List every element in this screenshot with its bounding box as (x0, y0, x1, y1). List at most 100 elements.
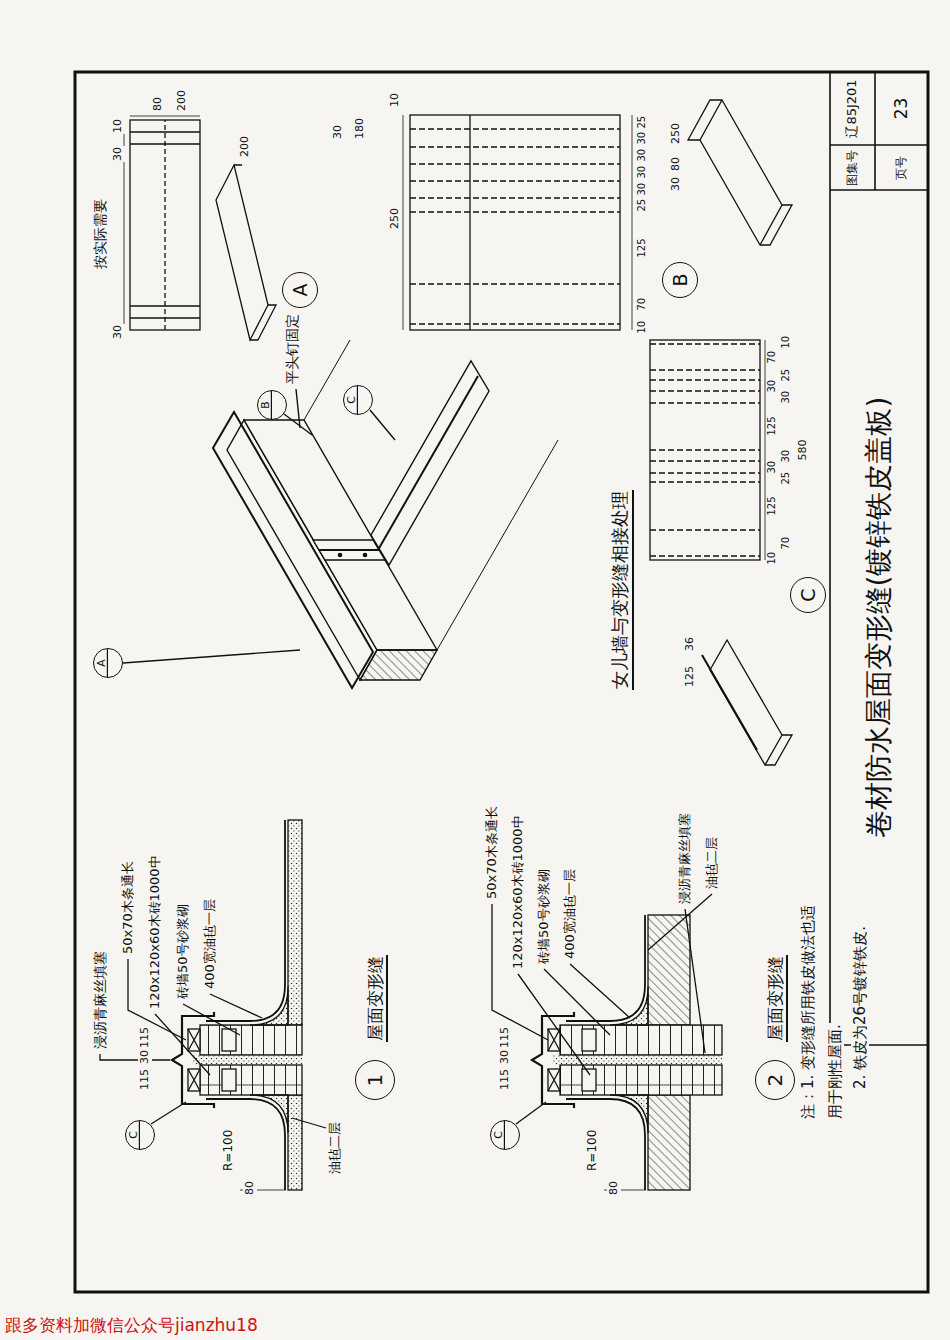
leader-label: 400宽油毡一层 (562, 868, 578, 960)
note-text: 2. 铁皮为26号镀锌铁皮. (851, 925, 869, 1090)
caption-label: 女儿墙与变形缝相接处理 (609, 490, 634, 690)
watermark: 跟多资料加微信公众号jianzhu18 (4, 1315, 259, 1335)
leader-label: 油毡二层 (327, 1121, 343, 1175)
dimension: 70 (780, 536, 792, 551)
dimension: 80 (243, 1180, 256, 1196)
dimension: 36 (683, 636, 696, 652)
dimension: 30 (766, 379, 778, 394)
dimension: 30 (111, 324, 124, 340)
index-letter: C (798, 588, 819, 601)
dimension: 10 (766, 551, 778, 566)
dimension: 115 (138, 1026, 151, 1049)
section-index: C (490, 1120, 520, 1150)
detail-number: 1 (355, 1060, 395, 1100)
dimension: 25 (636, 198, 648, 213)
index-letter: C (127, 1121, 140, 1149)
dimension: 10 (780, 335, 792, 350)
dimension: 30 (669, 176, 682, 192)
title-block-text: 图集号 (846, 150, 859, 186)
index-letter: B (259, 391, 272, 419)
section-index: B (257, 390, 287, 420)
dimension: 25 (636, 115, 648, 130)
dimension: 30 (780, 390, 792, 405)
leader-label: 浸沥青麻丝填塞 (92, 950, 109, 1050)
dimension: 25 (780, 368, 792, 383)
index-letter: 1 (364, 1074, 386, 1087)
leader-label: 400宽油毡一层 (202, 898, 218, 990)
index-letter: A (95, 649, 108, 677)
leader-label: 砖墙50号砂浆砌 (536, 868, 552, 965)
detail-letter: C (790, 577, 826, 613)
dimension: 10 (636, 320, 648, 335)
dimension: 30 (111, 146, 124, 162)
leader-label: 油毡二层 (704, 836, 720, 890)
note-text: 注：1. 变形缝所用铁皮做法也适 (799, 904, 817, 1120)
dimension: 30 (498, 1049, 511, 1065)
leader-label: 砖墙50号砂浆砌 (175, 903, 191, 1000)
section-index: A (93, 648, 123, 678)
section-index: C (125, 1120, 155, 1150)
detail-letter: A (282, 272, 318, 308)
dimension: 125 (766, 415, 778, 436)
leader-label: 按实际需要 (92, 198, 109, 270)
leader-label: 120x120x60木砖1000中 (510, 814, 526, 970)
title-block-text: 卷材防水屋面变形缝(镀锌铁皮盖板) (864, 397, 895, 839)
section-index: C (343, 385, 373, 415)
dimension: 70 (636, 297, 648, 312)
leader-label: 50x70木条通长 (120, 860, 136, 955)
index-letter: A (290, 284, 311, 297)
index-letter: C (492, 1121, 505, 1149)
dimension: 580 (796, 439, 809, 462)
note-text: 用于刚性屋面. (826, 1023, 844, 1120)
detail-letter: B (662, 262, 698, 298)
dimension: 250 (388, 207, 401, 230)
dimension: 125 (636, 237, 648, 258)
caption-label: 屋面变形缝 (365, 955, 388, 1042)
title-cell: 卷材防水屋面变形缝(镀锌铁皮盖板) (830, 190, 928, 1045)
dimension: 30 (636, 148, 648, 163)
leader-label: 120x120x60木砖1000中 (147, 854, 163, 1010)
dimension: 115 (498, 1026, 511, 1049)
dimension: 80 (151, 96, 164, 112)
dimension: 70 (766, 350, 778, 365)
caption-label: 屋面变形缝 (765, 955, 788, 1042)
dimension: R=100 (221, 1129, 235, 1172)
page-number-label: 页号 (875, 145, 928, 190)
dimension: 200 (175, 89, 188, 112)
title-block-text: 辽85J201 (845, 79, 859, 137)
dimension: 30 (780, 449, 792, 464)
dimension: 30 (766, 460, 778, 475)
dimension: 30 (636, 165, 648, 180)
dimension: 125 (766, 495, 778, 516)
index-letter: C (345, 386, 358, 414)
dimension: 80 (607, 1180, 620, 1196)
dimension: R=100 (585, 1129, 599, 1172)
atlas-number: 辽85J201 (830, 72, 875, 145)
dimension: 30 (636, 131, 648, 146)
leader-label: 50x70木条通长 (484, 805, 500, 900)
dimension: 125 (683, 665, 696, 688)
dimension: 115 (138, 1068, 151, 1091)
detail-number: 2 (755, 1060, 795, 1100)
index-letter: 2 (764, 1074, 786, 1087)
title-block-text: 页号 (895, 156, 908, 180)
leader-label: 平头钉固定 (284, 313, 301, 385)
atlas-number-label: 图集号 (830, 145, 875, 190)
dimension: 25 (780, 471, 792, 486)
dimension: 10 (111, 118, 124, 134)
dimension: 30 (138, 1049, 151, 1065)
title-block-text: 23 (892, 98, 911, 120)
dimension: 250 (669, 122, 682, 145)
dimension: 200 (238, 135, 251, 158)
index-letter: B (670, 273, 691, 286)
dimension: 30 (331, 124, 344, 140)
dimension: 115 (498, 1068, 511, 1091)
dimension: 180 (353, 117, 366, 140)
leader-label: 浸沥青麻丝填塞 (677, 812, 693, 905)
dimension: 10 (388, 92, 401, 108)
dimension: 30 (636, 182, 648, 197)
page-number: 23 (875, 72, 928, 145)
dimension: 80 (669, 156, 682, 172)
